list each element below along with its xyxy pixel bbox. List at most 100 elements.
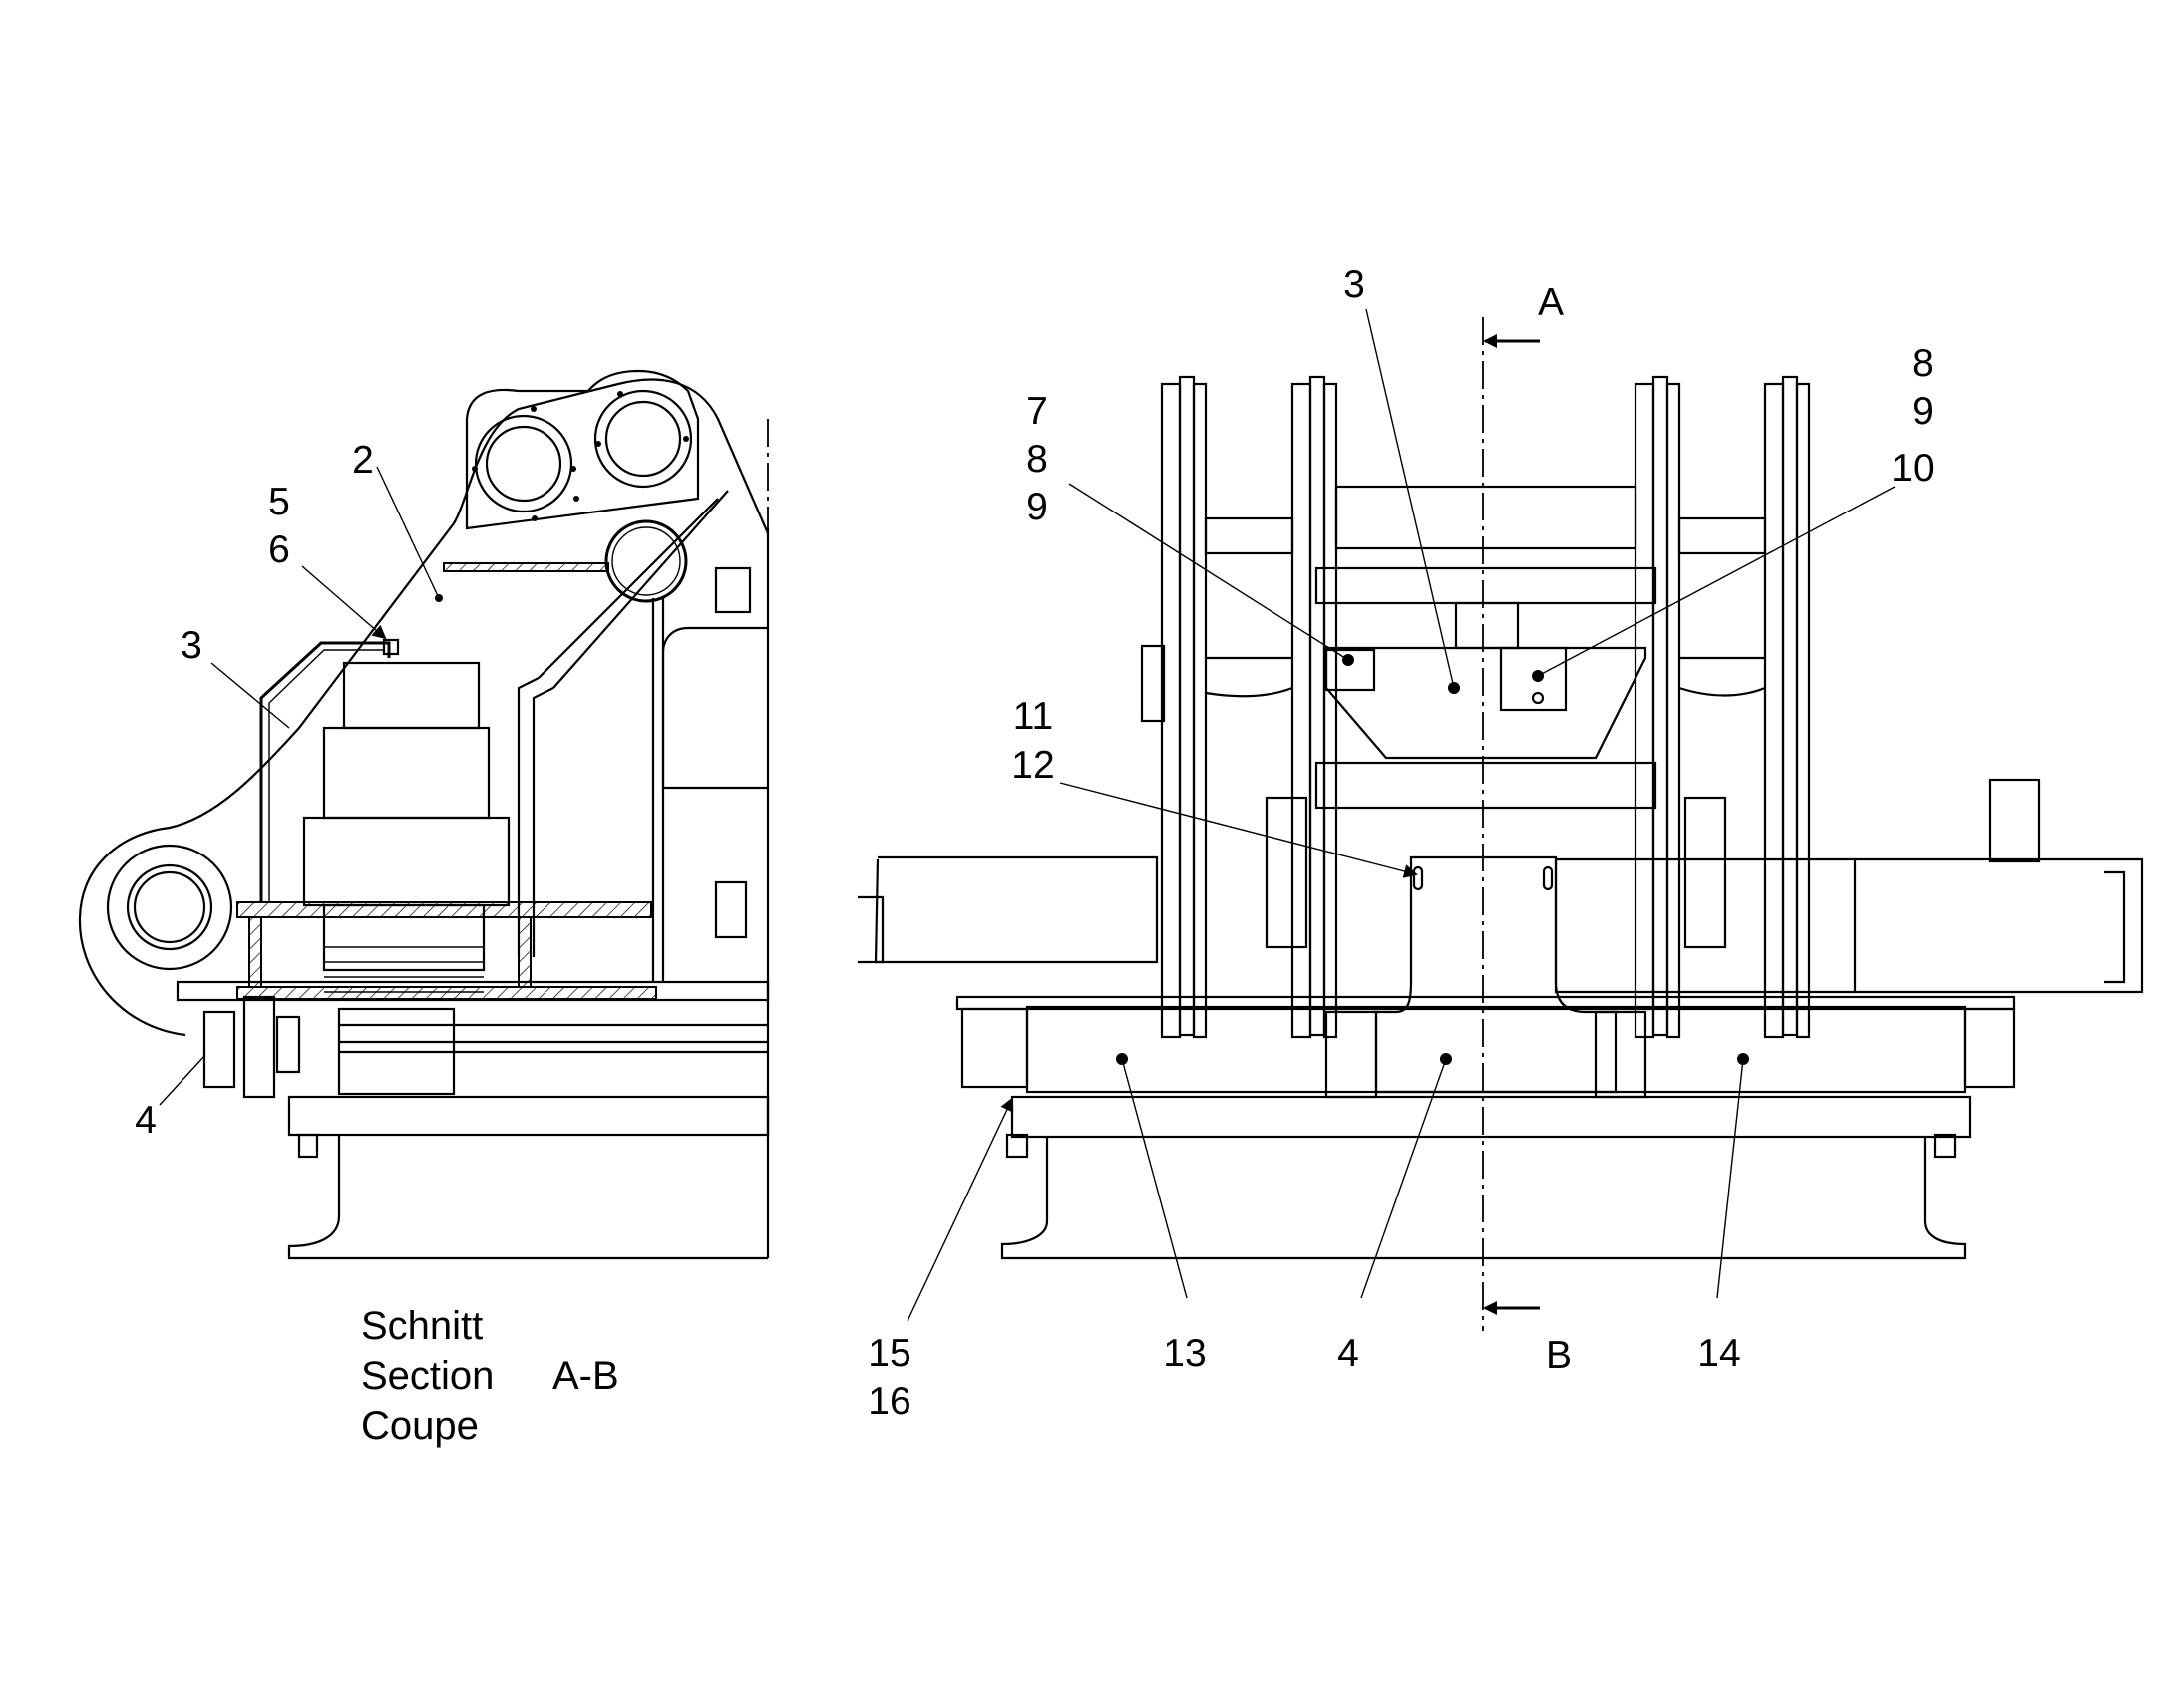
diagonal-rod [538,498,719,679]
leader-5-6 [301,565,387,640]
right-housing [661,626,768,790]
section-id: A-B [552,1354,619,1398]
top-right-box [1988,778,2041,863]
mid-stub [1454,601,1520,650]
bracket-4 [202,1010,236,1089]
center-column-4 [1374,855,1618,1094]
slot-right [1542,865,1554,891]
base-foot-front [1000,1137,1967,1260]
leader-7-9-dot [1342,654,1354,666]
lower-cross-tube [1314,761,1657,810]
mid-cross-tube [1314,566,1657,605]
upper-cross-tube [1334,485,1637,550]
jack-left [1324,1010,1378,1099]
leader-14-dot [1737,1053,1749,1065]
hatched-post-left [248,916,262,988]
front-view: A B [858,263,2144,1423]
upper-tube-right [1677,516,1767,555]
foot-bolt-right [1933,1133,1957,1159]
beam-left [874,855,1159,964]
bracket-bolt-right [1531,691,1545,705]
leader-14 [1716,1058,1744,1299]
leader-13-dot [1116,1053,1128,1065]
leader-4 [159,1054,206,1106]
cover-3-inner [268,649,383,902]
bore-right [593,389,693,489]
angle-bracket-left [1324,648,1376,692]
upper-tube-left [1204,516,1294,555]
fastener-5-6 [382,638,400,656]
callout-4-front: 4 [1337,1332,1359,1375]
housing-outline [78,378,770,1037]
tube-circle [604,519,688,603]
top-bar [443,562,609,572]
hatched-post-right [518,916,532,988]
pulley-bore [126,863,213,951]
section-view: 2 5 6 3 4 Schnitt Section A-B Coupe [78,369,770,1448]
bore-left [474,414,573,513]
jack-right [1594,1010,1647,1099]
foot-bolt-left [1005,1133,1029,1159]
hinge-left [1140,644,1166,723]
side-block [714,880,748,939]
section-mark-a: A [1538,281,1564,324]
callout-9-left: 9 [1026,486,1048,528]
side-motor-left [1265,796,1308,949]
callout-7: 7 [1026,390,1048,433]
arc-left [1205,656,1293,698]
wall [651,598,665,982]
callout-8-right: 8 [1912,342,1934,385]
leader-15-16 [907,1097,1014,1322]
motor-body [322,726,491,820]
small-block [714,566,752,614]
base-plate [287,1095,770,1137]
lower-box-end-right [1963,1007,2016,1089]
callout-2: 2 [352,439,374,482]
callout-14: 14 [1697,1332,1740,1375]
foot-bolt [297,1133,319,1159]
bearing-plate [465,369,700,530]
base-foot [287,1135,768,1260]
callout-4: 4 [135,1099,157,1142]
side-motor-right [1683,796,1727,949]
leader-11-12 [1059,782,1418,878]
hatched-plate-upper [236,901,652,918]
beam-right-cap [2104,870,2126,984]
section-title-fr: Coupe [361,1404,479,1448]
leader-4-front-dot [1440,1053,1452,1065]
angle-bracket-right [1499,646,1568,712]
callout-10: 10 [1891,447,1934,490]
leader-3-front-dot [1448,682,1460,694]
slot-left [1412,865,1424,891]
leader-3 [210,662,290,729]
leader-8-10 [1537,486,1896,677]
diagonal-rod-2 [552,490,729,689]
callout-16: 16 [868,1380,910,1423]
callout-12: 12 [1011,744,1054,787]
pulley-bore-inner [133,870,206,944]
base-plate-front [1010,1095,1972,1139]
pulley-outer [106,844,233,971]
callout-6: 6 [268,528,290,571]
motor-top [342,661,481,730]
leader-3-front [1365,308,1455,689]
callout-13: 13 [1163,1332,1206,1375]
vertical-rod-2 [532,687,554,957]
callout-3: 3 [181,624,202,667]
leader-7-9 [1068,483,1349,661]
beam-right-end [1855,857,2144,994]
cover-3 [259,641,391,902]
callout-15: 15 [868,1332,910,1375]
leader-8-10-dot [1532,670,1544,682]
bracket-body [242,995,276,1099]
tube-circle-inner [611,526,681,596]
bracket-coupler [275,1015,301,1074]
section-mark-b: B [1546,1334,1572,1377]
arc-right [1678,656,1766,697]
leader-4-front [1360,1058,1447,1299]
callout-5: 5 [268,481,290,523]
section-title-en: Section [361,1354,494,1398]
lower-box [1025,1005,1967,1094]
bore-right-inner [604,400,682,478]
